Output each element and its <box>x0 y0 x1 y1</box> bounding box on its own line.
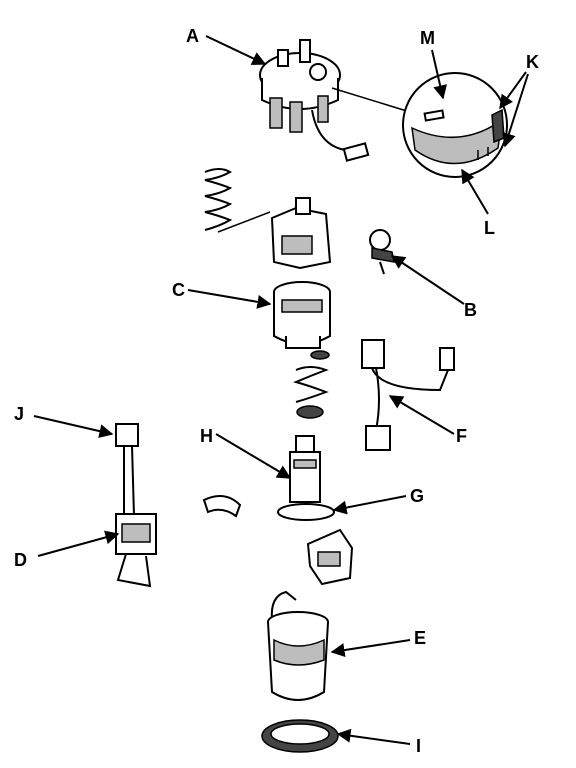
label-j: J <box>14 404 24 424</box>
leader-d <box>37 530 120 557</box>
spring-upper <box>204 168 271 233</box>
leader-j <box>33 415 114 438</box>
leader-i <box>336 728 411 745</box>
leader-h <box>215 433 292 479</box>
label-i: I <box>416 736 421 756</box>
leader-c <box>187 289 272 309</box>
leader-m <box>431 49 448 100</box>
leader-l <box>461 168 489 215</box>
lower-bracket <box>306 528 354 586</box>
leader-k1 <box>499 71 527 110</box>
part-h-pump-motor <box>289 435 321 503</box>
middle-spring-stack <box>293 366 329 419</box>
label-d: D <box>14 550 27 570</box>
part-detail-circle-klm <box>331 72 508 178</box>
part-a-flange-cap <box>259 39 370 162</box>
leader-e <box>330 639 411 658</box>
upper-bracket <box>270 197 332 270</box>
part-g-strainer <box>277 503 335 521</box>
part-f-harness <box>361 339 455 451</box>
leader-a <box>205 35 267 65</box>
leader-f <box>388 395 455 435</box>
label-a: A <box>186 26 199 46</box>
label-k: K <box>526 52 539 72</box>
o-ring-small <box>310 350 330 360</box>
label-b: B <box>464 300 477 320</box>
label-c: C <box>172 280 185 300</box>
leader-g <box>332 495 407 515</box>
label-e: E <box>414 628 426 648</box>
leader-k2 <box>502 73 529 148</box>
part-i-ring-seal <box>261 719 339 753</box>
leader-b <box>390 255 465 305</box>
part-jd-connector <box>115 423 157 588</box>
label-m: M <box>420 28 435 48</box>
callout-labels: A M K L B C F J H G D E I <box>14 26 539 756</box>
part-b-regulator <box>369 229 395 275</box>
part-e-reservoir <box>267 590 329 701</box>
retainer-clip <box>202 495 242 518</box>
label-l: L <box>484 218 495 238</box>
label-h: H <box>200 426 213 446</box>
label-f: F <box>456 426 467 446</box>
leader-lines <box>33 35 529 745</box>
part-c-filter-housing <box>273 281 331 349</box>
label-g: G <box>410 486 424 506</box>
